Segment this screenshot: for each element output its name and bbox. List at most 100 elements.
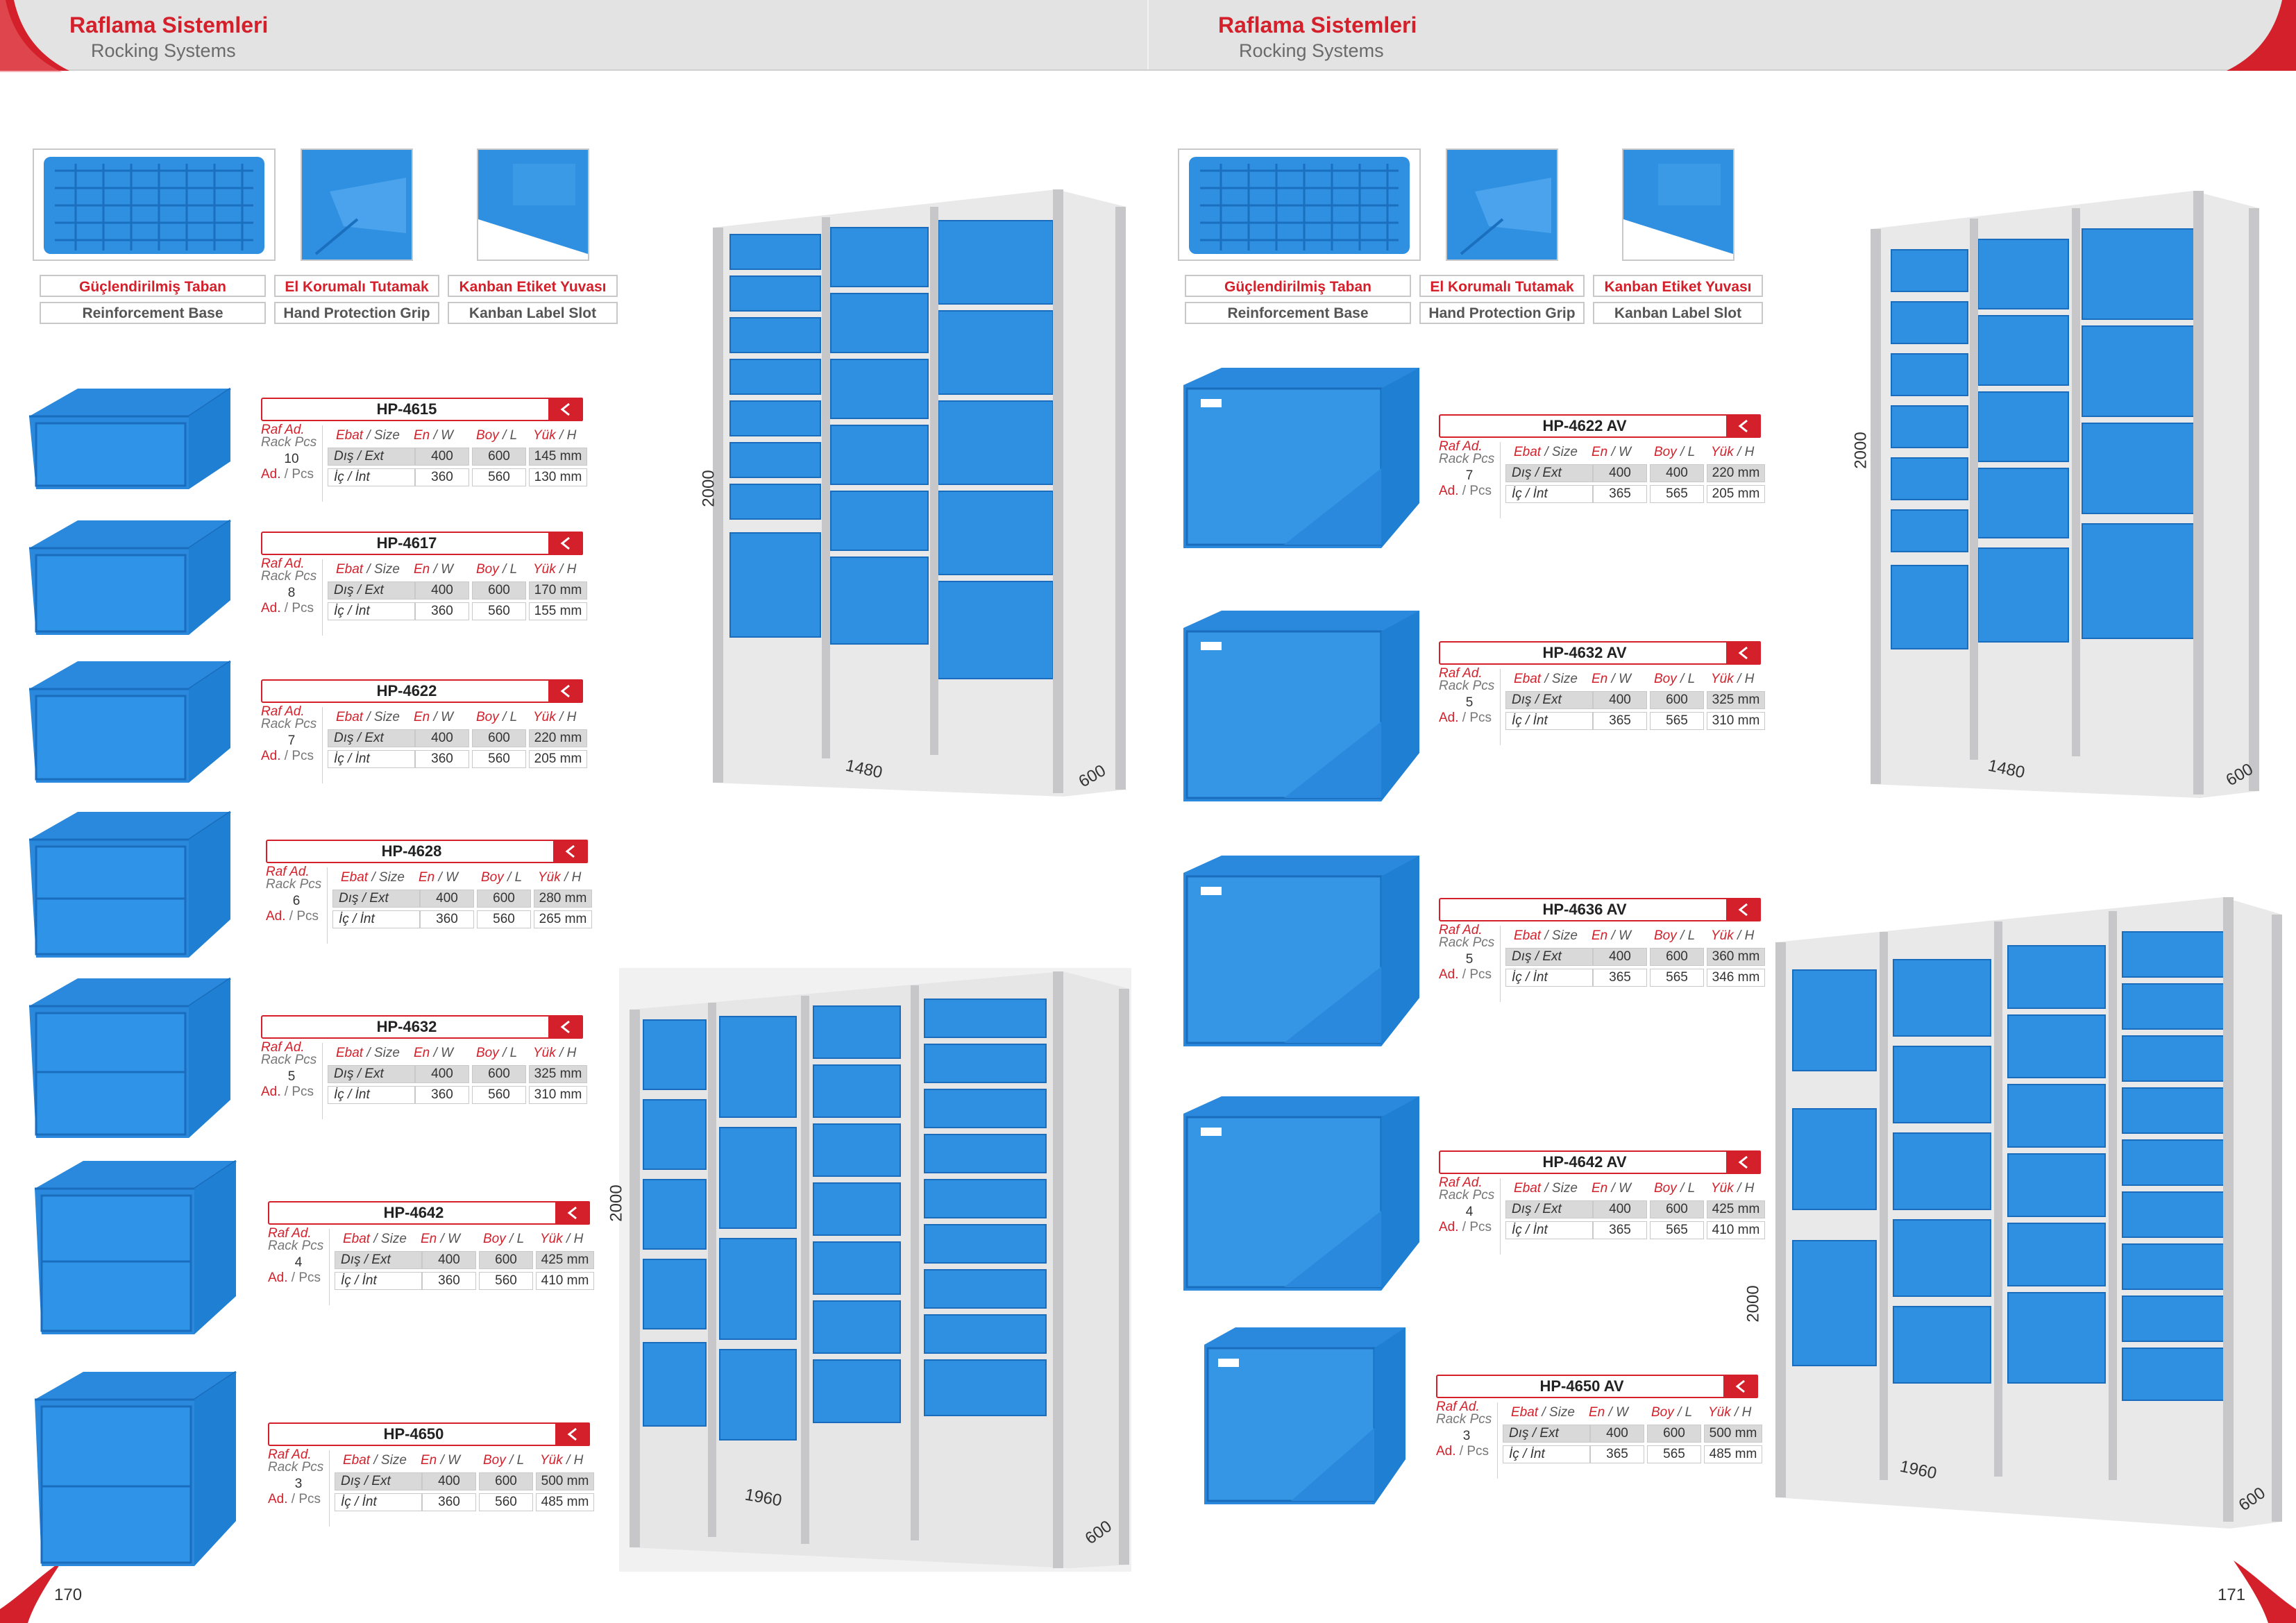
size-label: / Size [1541,1181,1578,1196]
rack-pcs-label: Rack Pcs [1439,452,1495,466]
pieces-per-rack: 3 [294,1477,303,1491]
external-height: 220 mm [529,729,587,747]
boy-label: Boy [1654,1181,1677,1196]
ad-label: Ad. [261,467,281,482]
yuk-label: Yük [540,1232,563,1246]
chevron-left-icon [548,398,583,421]
h-label: / H [555,710,577,724]
internal-height: 155 mm [529,602,587,620]
length-header: Boy / L [1654,928,1695,944]
pcs-label: / Pcs [280,749,314,763]
l-label: / L [1676,1181,1696,1196]
rack-height-dimension: 2000 [1851,432,1871,469]
internal-length: 560 [472,468,526,486]
external-length: 600 [479,1472,533,1490]
external-length: 600 [472,1065,526,1083]
pcs-label: / Pcs [287,1271,321,1285]
boy-label: Boy [483,1453,506,1468]
external-row-label: Dış / Ext [328,448,415,466]
boy-label: Boy [1654,928,1677,943]
size-label: / Size [363,428,400,443]
width-header: En / W [419,870,458,885]
internal-height: 130 mm [529,468,587,486]
l-label: / L [498,1046,518,1060]
pieces-per-rack: 10 [284,452,299,466]
size-label: / Size [1538,1405,1575,1420]
crate-image-hp-4650 [35,1370,237,1566]
spec-card: HP-4622 Raf Ad. Rack Pcs 7 Ad. / Pcs Eba… [261,679,587,783]
internal-height: 205 mm [1707,485,1765,503]
size-header: Ebat / Size [1514,672,1578,687]
h-label: / H [1733,928,1755,943]
w-label: / W [434,870,459,885]
external-height: 325 mm [1707,691,1765,709]
w-label: / W [430,562,454,577]
height-header: Yük / H [533,428,576,443]
page-number-right: 171 [2218,1586,2246,1604]
l-label: / L [505,1232,525,1246]
chevron-left-icon [548,679,583,703]
width-header: En / W [414,428,453,443]
internal-row-label: İç / İnt [335,1493,422,1511]
internal-width: 360 [420,910,474,928]
product-code: HP-4622 [261,679,552,703]
en-label: En [414,428,430,443]
w-label: / W [430,1046,454,1060]
external-length: 600 [477,890,531,908]
internal-row-label: İç / İnt [328,602,415,620]
internal-height: 485 mm [1704,1445,1762,1463]
ad-label: Ad. [268,1271,288,1285]
chevron-left-icon [555,1422,590,1446]
spec-card: HP-4632 AV Raf Ad. Rack Pcs 5 Ad. / Pcs … [1439,641,1765,745]
ad-pcs-label: Ad. / Pcs [268,1271,321,1286]
pieces-per-rack: 6 [292,894,301,908]
external-row-label: Dış / Ext [1505,948,1593,966]
ebat-label: Ebat [336,710,364,724]
column-divider [322,1043,323,1119]
ad-label: Ad. [1436,1444,1456,1459]
l-label: / L [498,428,518,443]
length-header: Boy / L [483,1232,524,1247]
pcs-label: / Pcs [280,1085,314,1099]
ad-label: Ad. [266,909,286,924]
internal-width: 360 [415,602,469,620]
en-label: En [1592,672,1608,686]
ad-label: Ad. [1439,967,1459,982]
internal-row-label: İç / İnt [1505,712,1593,730]
rack-height-dimension: 2000 [1744,1285,1763,1323]
pcs-label: / Pcs [1455,1444,1489,1459]
internal-height: 410 mm [1707,1221,1765,1239]
width-header: En / W [421,1232,460,1247]
internal-length: 560 [479,1493,533,1511]
column-divider [322,425,323,502]
rack-illustration-1960-left [619,968,1131,1572]
feature-label-kanban-slot-en: Kanban Label Slot [448,302,618,324]
ad-label: Ad. [261,1085,281,1099]
size-header: Ebat / Size [336,428,400,443]
yuk-label: Yük [538,870,561,885]
internal-row-label: İç / İnt [328,1086,415,1104]
external-height: 280 mm [534,890,592,908]
external-width: 400 [1593,948,1647,966]
internal-row-label: İç / İnt [328,468,415,486]
en-label: En [1592,445,1608,459]
internal-row-label: İç / İnt [1505,969,1593,987]
w-label: / W [1607,672,1632,686]
width-header: En / W [414,562,453,577]
ad-pcs-label: Ad. / Pcs [261,749,314,764]
size-label: / Size [1541,445,1578,459]
raf-ad-label: Raf Ad. [1436,1400,1480,1414]
external-width: 400 [415,581,469,600]
external-height: 425 mm [536,1251,594,1269]
height-header: Yük / H [533,710,576,725]
feature-label-reinforcement-base-tr: Güçlendirilmiş Taban [40,275,266,297]
raf-ad-label: Raf Ad. [1439,1175,1483,1190]
product-code: HP-4632 [261,1015,552,1039]
external-row-label: Dış / Ext [335,1472,422,1490]
product-code: HP-4632 AV [1439,641,1730,665]
column-divider [1500,1178,1501,1255]
height-header: Yük / H [1708,1405,1751,1420]
reinforcement-base-image [33,148,276,261]
h-label: / H [1730,1405,1752,1420]
product-code: HP-4622 AV [1439,414,1730,438]
